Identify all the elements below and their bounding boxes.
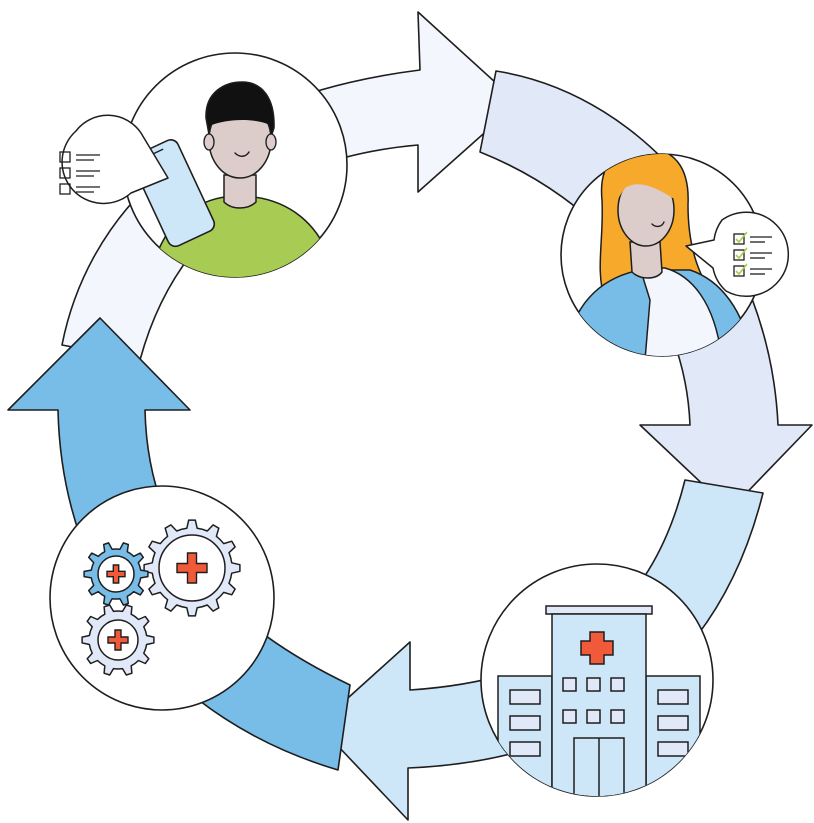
patient-checklist-bubble: [59, 114, 169, 205]
hospital-building-icon: [497, 605, 701, 796]
doctor-checklist-bubble: [685, 211, 790, 297]
small-blue-gear-icon: [83, 542, 149, 606]
small-light-gear-icon: [81, 604, 155, 676]
medical-cross-icon: [176, 552, 208, 584]
medical-cross-icon: [106, 564, 126, 584]
hospital-node: [480, 563, 714, 797]
medical-cross-icon: [107, 629, 129, 651]
healthcare-systems-node: [49, 485, 275, 711]
doctor-node: [560, 153, 764, 357]
checklist-icon: [59, 151, 100, 195]
large-gear-icon: [143, 519, 241, 617]
medical-gears-icon: [81, 519, 241, 676]
doctor-icon: [564, 154, 753, 356]
medical-cross-icon: [580, 631, 614, 665]
checked-checklist-icon: [733, 231, 772, 277]
